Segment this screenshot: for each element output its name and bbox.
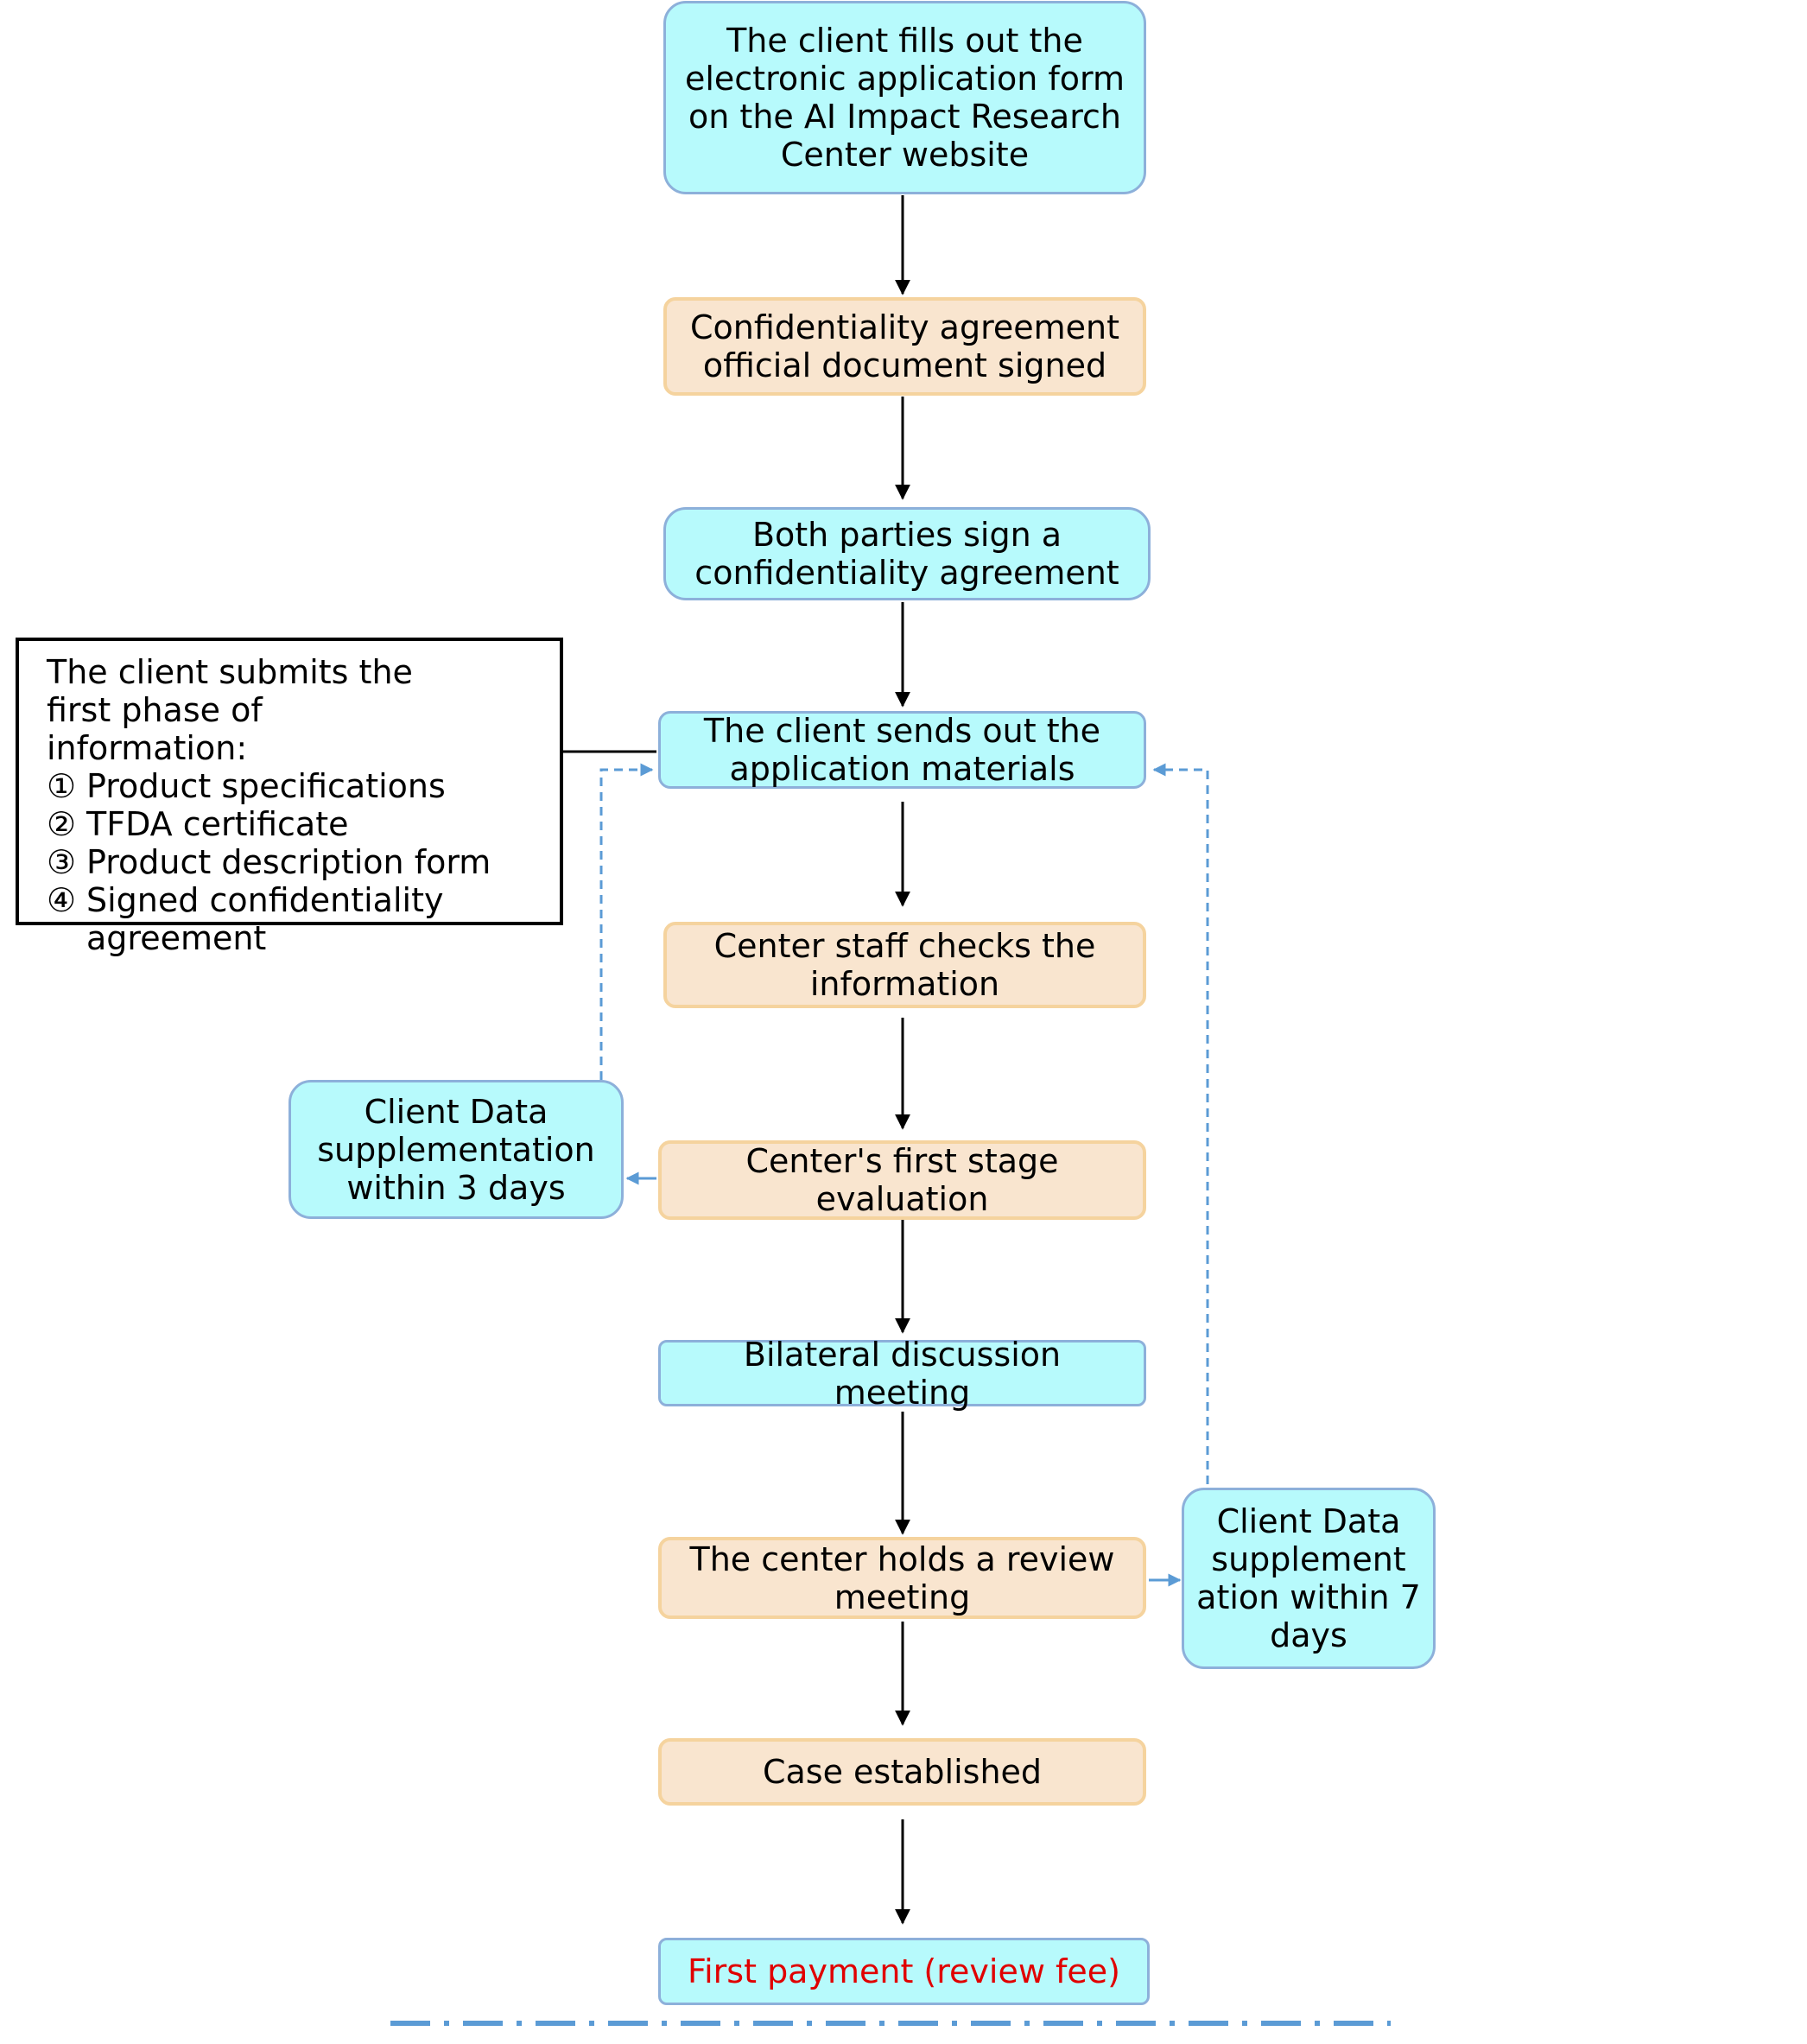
feedback-3day-to-send	[599, 763, 654, 1080]
step-first-payment: First payment (review fee)	[658, 1938, 1150, 2005]
step-first-stage-eval-text: Center's first stage evaluation	[745, 1142, 1059, 1218]
step-staff-check-text: Center staff checks the information	[713, 927, 1096, 1003]
step-first-payment-text: First payment (review fee)	[688, 1952, 1120, 1990]
supplement-7-days-text: Client Data supplement ation within 7 da…	[1196, 1502, 1421, 1654]
submission-item: ② TFDA certificate	[47, 805, 560, 843]
step-application-form-text: The client fills out the electronic appl…	[684, 22, 1125, 174]
supplement-7-days: Client Data supplement ation within 7 da…	[1182, 1488, 1436, 1669]
submission-item: ③ Product description form	[47, 843, 560, 881]
step-nda-document-text: Confidentiality agreement official docum…	[689, 308, 1120, 384]
item-marker: ④	[47, 881, 77, 919]
submission-item: ① Product specifications	[47, 767, 560, 805]
submission-note: The client submits the first phase of in…	[16, 638, 563, 957]
step-send-materials-text: The client sends out the application mat…	[703, 712, 1101, 788]
item-text: Product specifications	[86, 767, 446, 805]
feedback-7day-to-send	[1152, 763, 1209, 1484]
step-staff-check: Center staff checks the information	[663, 922, 1146, 1008]
item-text: Signed confidentiality agreement	[86, 881, 444, 957]
item-marker: ②	[47, 805, 77, 843]
item-text: Product description form	[86, 843, 491, 881]
step-both-sign-text: Both parties sign a confidentiality agre…	[694, 516, 1119, 592]
step-review-meeting-text: The center holds a review meeting	[689, 1539, 1115, 1616]
step-both-sign: Both parties sign a confidentiality agre…	[663, 507, 1151, 600]
step-application-form: The client fills out the electronic appl…	[663, 1, 1146, 194]
step-nda-document: Confidentiality agreement official docum…	[663, 297, 1146, 396]
step-case-established-text: Case established	[762, 1753, 1043, 1791]
step-bilateral-meeting-text: Bilateral discussion meeting	[743, 1335, 1062, 1412]
submission-note-heading: The client submits the first phase of in…	[47, 653, 413, 767]
step-review-meeting: The center holds a review meeting	[658, 1537, 1146, 1619]
item-text: TFDA certificate	[86, 805, 349, 843]
submission-item: ④ Signed confidentiality agreement	[47, 881, 560, 957]
step-first-stage-eval: Center's first stage evaluation	[658, 1140, 1146, 1220]
step-send-materials: The client sends out the application mat…	[658, 711, 1146, 789]
step-case-established: Case established	[658, 1738, 1146, 1806]
supplement-3-days: Client Data supplementation within 3 day…	[288, 1080, 624, 1219]
item-marker: ①	[47, 767, 77, 805]
supplement-3-days-text: Client Data supplementation within 3 day…	[317, 1092, 595, 1207]
item-marker: ③	[47, 843, 77, 881]
step-bilateral-meeting: Bilateral discussion meeting	[658, 1336, 1146, 1412]
